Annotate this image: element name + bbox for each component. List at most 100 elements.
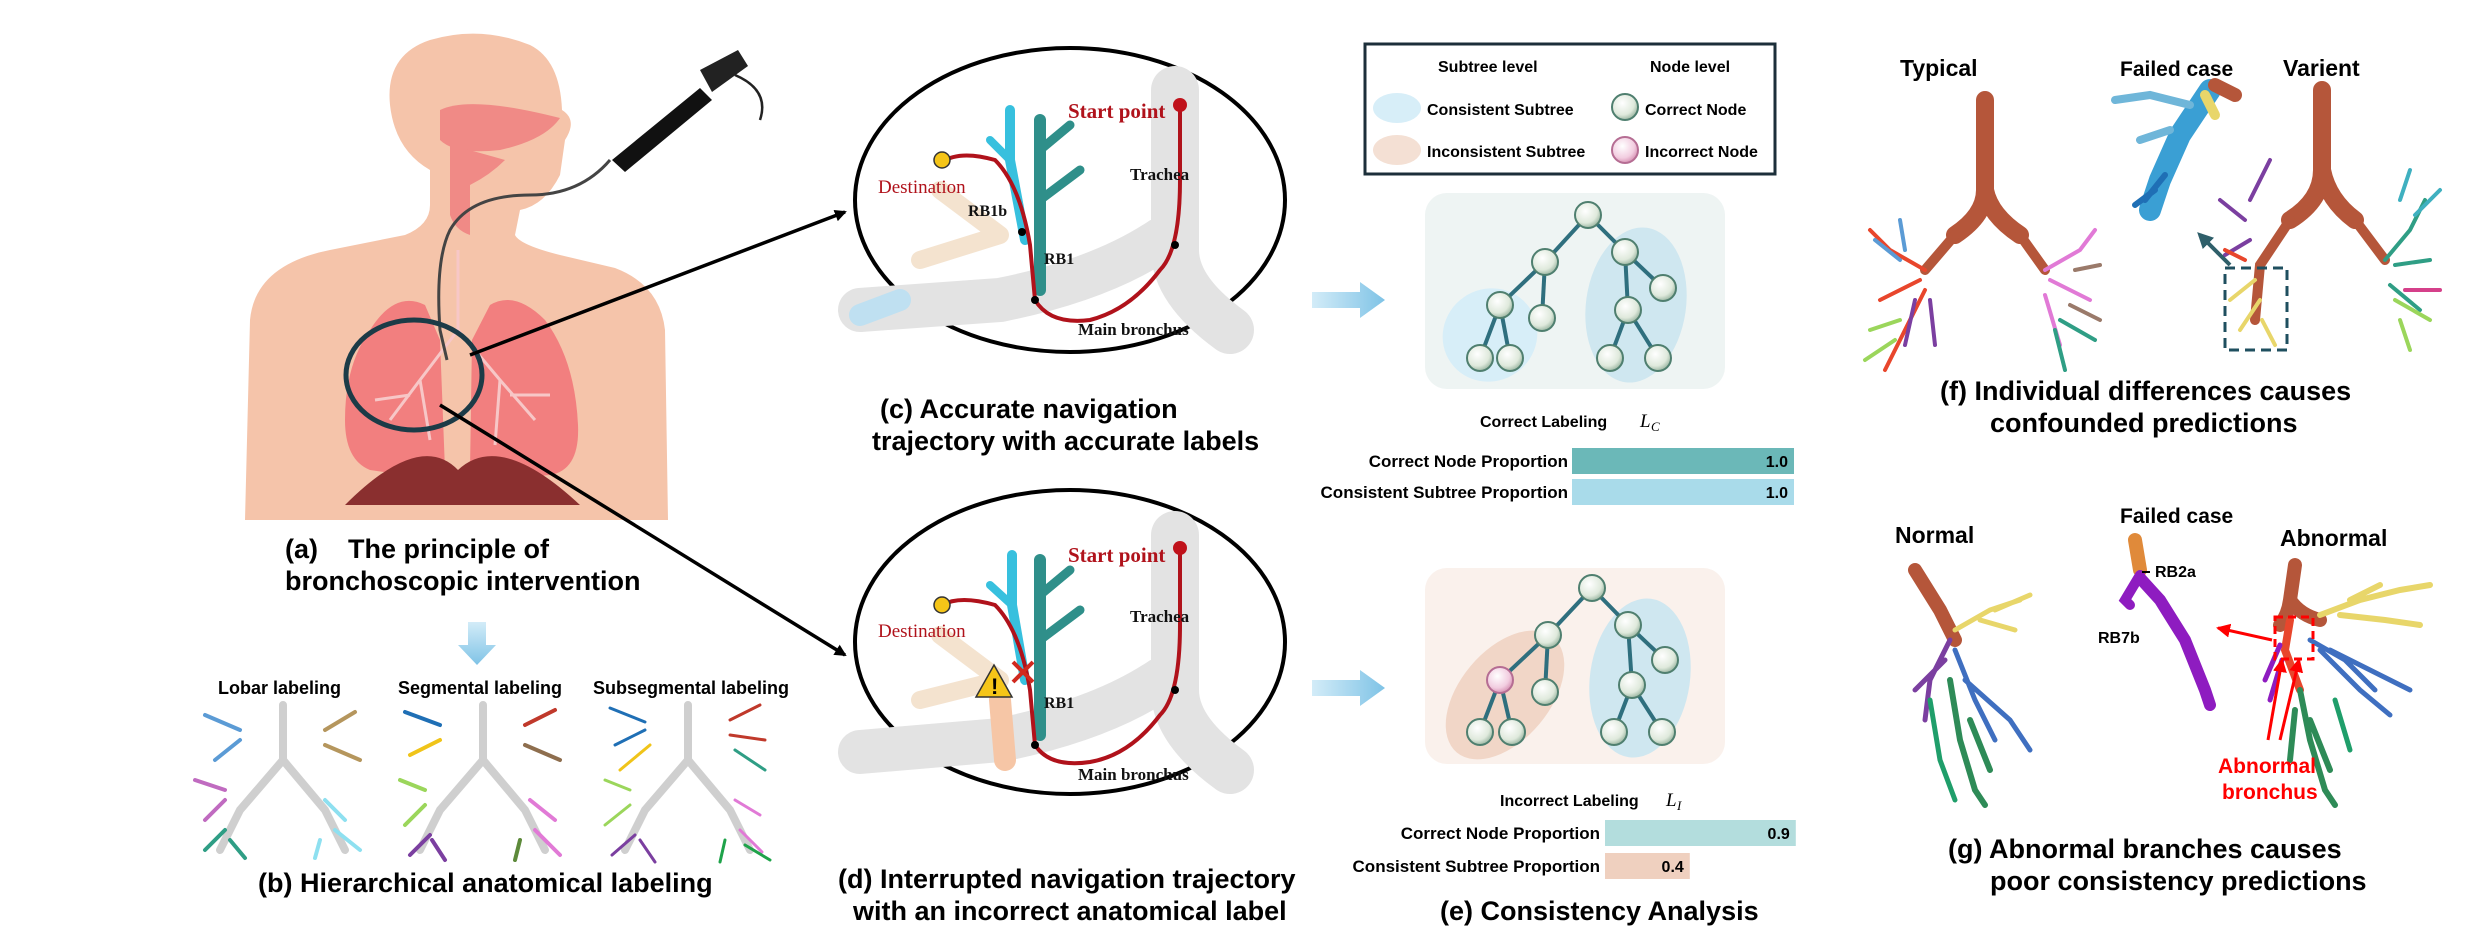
panel-c-rb1b-label: RB1b	[968, 203, 1007, 220]
svg-text:L: L	[1639, 411, 1651, 432]
bar	[1605, 853, 1690, 879]
panel-d-navigation-trajectory	[941, 548, 1182, 766]
bar-category-label: Consistent Subtree Proportion	[1353, 857, 1600, 876]
legend-inconsistent-subtree: Inconsistent Subtree	[1427, 144, 1585, 161]
panel-g-caption-line1: (g) Abnormal branches causes	[1948, 834, 2342, 864]
abnormal-bronchus-line2: bronchus	[2222, 781, 2318, 804]
subsegmental-tree	[603, 701, 772, 864]
svg-text:!: !	[991, 674, 998, 699]
failed-case-airway	[2111, 78, 2242, 221]
lobar-tree	[193, 701, 362, 860]
varient-to-failed-arrow	[2197, 232, 2232, 267]
warning-icon: !	[974, 663, 1014, 699]
legend-consistent-subtree: Consistent Subtree	[1427, 102, 1574, 119]
arrow-a-to-b	[458, 622, 496, 665]
panel-d-error-cross-icon	[1011, 660, 1035, 684]
correct-labeling-title: Correct Labeling L C	[1480, 411, 1660, 434]
abnormal-bronchus-arrow-1	[2266, 658, 2287, 741]
panel-b: Lobar labeling Segmental labeling Subseg…	[193, 678, 789, 898]
abnormal-bronchus-line1: Abnormal	[2218, 755, 2316, 778]
segmental-tree	[398, 701, 562, 862]
panel-c-destination-label: Destination	[878, 177, 966, 198]
panel-d-start-point-label: Start point	[1068, 543, 1165, 567]
panel-f-caption-line1: (f) Individual differences causes	[1940, 376, 2351, 406]
panel-c-rb1-label: RB1	[1044, 251, 1074, 268]
segmental-labeling-label: Segmental labeling	[398, 678, 562, 698]
panel-d-destination-label: Destination	[878, 621, 966, 642]
arrow-to-panel-d	[439, 403, 847, 657]
bar-category-label: Correct Node Proportion	[1401, 824, 1600, 843]
panel-c-rb1-node	[1018, 228, 1026, 236]
panel-d-rb1-label: RB1	[1044, 695, 1074, 712]
panel-c-caption-line1: (c) Accurate navigation	[880, 394, 1178, 424]
panel-a-caption-line1: The principle of	[348, 534, 550, 564]
panel-g: Normal Failed case Abnormal RB2a RB7b	[1895, 505, 2433, 896]
bar-value-label: 0.4	[1662, 859, 1684, 876]
abnormal-bronchus-arrow-2	[2278, 658, 2304, 741]
varient-airway-tree	[2218, 81, 2442, 352]
incorrect-labeling-title: Incorrect Labeling L I	[1500, 790, 1682, 813]
panel-d-main-bronchus-label: Main bronchus	[1078, 765, 1189, 784]
consistent-subtree-swatch	[1373, 93, 1421, 123]
panel-c-navigation-trajectory	[940, 105, 1182, 323]
panel-g-failed-case-airway	[2118, 533, 2216, 711]
legend-node-level: Node level	[1650, 59, 1730, 76]
panel-c-trachea-node	[1171, 241, 1179, 249]
panel-d-trachea-label: Trachea	[1130, 607, 1190, 626]
svg-text:C: C	[1651, 419, 1660, 434]
panel-g-failed-case-label: Failed case	[2120, 505, 2233, 528]
arrow-d-to-e	[1312, 670, 1385, 706]
panel-d-main-bronchus-node	[1031, 741, 1039, 749]
bronchoscope-cable	[437, 159, 612, 361]
svg-text:L: L	[1665, 790, 1677, 811]
legend-incorrect-node: Incorrect Node	[1645, 144, 1758, 161]
legend-correct-node: Correct Node	[1645, 102, 1746, 119]
normal-label: Normal	[1895, 522, 1974, 548]
correct-node-swatch	[1611, 93, 1639, 121]
bar	[1572, 448, 1794, 474]
bar-value-label: 1.0	[1766, 485, 1788, 502]
typical-label: Typical	[1900, 55, 1978, 81]
rb2a-label: RB2a	[2155, 564, 2196, 581]
bronchoscope-head	[700, 50, 748, 92]
arrow-c-to-e	[1312, 282, 1385, 318]
panel-f: Typical Failed case Varient	[1863, 55, 2442, 438]
incorrect-node-swatch	[1611, 136, 1639, 164]
panel-f-caption-line2: confounded predictions	[1990, 408, 2298, 438]
incorrect-labeling-tree	[1425, 568, 1725, 764]
bronchoscope-handle	[612, 88, 712, 172]
panel-d-caption-line2: with an incorrect anatomical label	[852, 896, 1287, 926]
panel-d-trachea-node	[1171, 686, 1179, 694]
panel-c: Start point Destination Trachea RB1b RB1…	[838, 46, 1287, 456]
rb7b-label: RB7b	[2098, 630, 2140, 647]
bronchoscope-tail	[734, 73, 764, 121]
panel-c-caption-line2: trajectory with accurate labels	[872, 426, 1259, 456]
bar-value-label: 0.9	[1768, 826, 1790, 843]
panel-c-trachea-label: Trachea	[1130, 165, 1190, 184]
correct-labeling-tree	[1425, 193, 1725, 389]
svg-text:Correct Labeling: Correct Labeling	[1480, 414, 1607, 431]
panel-a: (a) The principle of bronchoscopic inter…	[245, 33, 847, 665]
bar	[1605, 820, 1796, 846]
panel-c-destination-marker	[933, 151, 951, 169]
abnormal-label: Abnormal	[2280, 525, 2387, 551]
zoom-circle	[343, 317, 485, 433]
panel-c-airway-background	[838, 66, 1254, 354]
svg-text:Incorrect Labeling: Incorrect Labeling	[1500, 793, 1639, 810]
nasal-cavity	[440, 104, 560, 152]
typical-airway-tree	[1863, 91, 2102, 372]
panel-c-start-point-marker	[1173, 98, 1187, 112]
panel-a-caption-line2: bronchoscopic intervention	[285, 566, 641, 596]
bar-category-label: Correct Node Proportion	[1369, 452, 1568, 471]
bar	[1572, 479, 1794, 505]
panel-a-caption-letter: (a)	[285, 534, 318, 564]
normal-airway-tree	[1908, 563, 2033, 808]
svg-text:I: I	[1676, 798, 1682, 813]
panel-b-caption: (b) Hierarchical anatomical labeling	[258, 868, 713, 898]
subsegmental-labeling-label: Subsegmental labeling	[593, 678, 789, 698]
panel-c-main-bronchus-node	[1031, 296, 1039, 304]
incorrect-node	[1486, 666, 1514, 694]
